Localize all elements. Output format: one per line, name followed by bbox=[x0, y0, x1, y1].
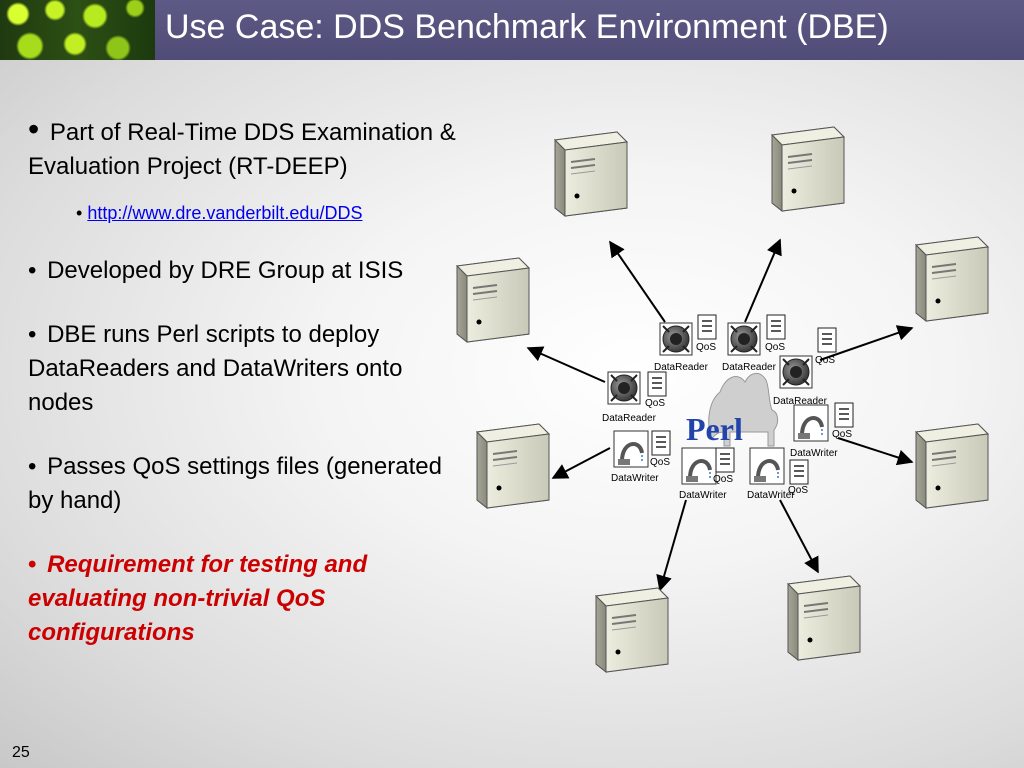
datawriter-node: QoS DataWriter bbox=[679, 446, 735, 501]
qos-label: QoS bbox=[765, 342, 785, 353]
server-icon bbox=[554, 131, 628, 217]
server-icon bbox=[595, 587, 669, 673]
datareader-label: DataReader bbox=[654, 362, 709, 373]
server-icon bbox=[771, 126, 845, 212]
datareader-node: QoS DataReader bbox=[773, 327, 837, 407]
bullet-text: Requirement for testing and evaluating n… bbox=[28, 551, 368, 646]
qos-label: QoS bbox=[713, 474, 733, 485]
datareader-node: QoS DataReader bbox=[602, 371, 667, 424]
bullet-text: Developed by DRE Group at ISIS bbox=[47, 257, 404, 284]
datawriter-label: DataWriter bbox=[679, 490, 727, 501]
perl-label: Perl bbox=[686, 411, 743, 447]
bullet-perl-scripts: • DBE runs Perl scripts to deploy DataRe… bbox=[28, 318, 458, 420]
server-icon bbox=[456, 257, 530, 343]
datawriter-label: DataWriter bbox=[747, 490, 795, 501]
server-icon bbox=[476, 423, 550, 509]
arrow-to-server-lower-left bbox=[551, 447, 611, 479]
bullet-marker: • bbox=[28, 321, 37, 348]
bullet-marker: • bbox=[28, 453, 37, 480]
deployment-diagram: Perl QoS DataReader QoS DataReader QoS D… bbox=[456, 126, 989, 673]
arrow-to-server-bottom-right bbox=[779, 499, 819, 574]
datareader-label: DataReader bbox=[602, 413, 657, 424]
datawriter-node: QoS DataWriter bbox=[790, 402, 854, 459]
qos-label: QoS bbox=[696, 342, 716, 353]
bullet-rt-deep: • Part of Real-Time DDS Examination & Ev… bbox=[28, 112, 458, 184]
qos-label: QoS bbox=[788, 485, 808, 496]
datawriter-label: DataWriter bbox=[790, 448, 838, 459]
qos-label: QoS bbox=[815, 355, 835, 366]
arrow-to-server-left bbox=[526, 346, 606, 383]
perl-logo: Perl bbox=[686, 373, 779, 447]
qos-label: QoS bbox=[832, 429, 852, 440]
qos-label: QoS bbox=[645, 398, 665, 409]
bullet-text: Passes QoS settings files (generated by … bbox=[28, 453, 442, 514]
bullet-text: DBE runs Perl scripts to deploy DataRead… bbox=[28, 321, 403, 416]
arrow-to-server-lower-right bbox=[837, 437, 914, 466]
sub-bullet-link: • http://www.dre.vanderbilt.edu/DDS bbox=[76, 196, 458, 230]
page-number: 25 bbox=[12, 744, 30, 761]
connection-arrows bbox=[526, 238, 914, 592]
arrow-to-server-bottom-left bbox=[656, 499, 687, 592]
server-icon bbox=[787, 575, 861, 661]
datareader-label: DataReader bbox=[773, 396, 828, 407]
bullet-marker: • bbox=[76, 203, 83, 223]
title-photo bbox=[0, 0, 155, 60]
bullet-marker: • bbox=[28, 111, 40, 147]
slide-title: Use Case: DDS Benchmark Environment (DBE… bbox=[165, 8, 889, 46]
bullet-requirement: • Requirement for testing and evaluating… bbox=[28, 548, 458, 650]
bullet-list: • Part of Real-Time DDS Examination & Ev… bbox=[28, 112, 458, 680]
dds-link[interactable]: http://www.dre.vanderbilt.edu/DDS bbox=[87, 203, 363, 223]
datawriter-label: DataWriter bbox=[611, 473, 659, 484]
datawriter-node: QoS DataWriter bbox=[611, 429, 671, 484]
bullet-marker: • bbox=[28, 257, 37, 284]
bullet-text: Part of Real-Time DDS Examination & Eval… bbox=[28, 119, 456, 180]
datareader-node: QoS DataReader bbox=[722, 314, 786, 373]
title-bar: Use Case: DDS Benchmark Environment (DBE… bbox=[0, 0, 1024, 60]
server-icon bbox=[915, 423, 989, 509]
server-icon bbox=[915, 236, 989, 322]
arrow-to-server-right bbox=[819, 325, 914, 361]
bullet-qos-files: • Passes QoS settings files (generated b… bbox=[28, 450, 458, 518]
arrow-to-server-top-left bbox=[609, 240, 666, 323]
datareader-node: QoS DataReader bbox=[654, 314, 717, 373]
datawriter-node: QoS DataWriter bbox=[747, 446, 809, 501]
qos-label: QoS bbox=[650, 457, 670, 468]
camel-icon bbox=[708, 373, 779, 447]
arrow-to-server-top-right bbox=[744, 238, 782, 323]
datareader-label: DataReader bbox=[722, 362, 777, 373]
bullet-dre-group: • Developed by DRE Group at ISIS bbox=[28, 254, 458, 288]
bullet-marker: • bbox=[28, 551, 37, 578]
